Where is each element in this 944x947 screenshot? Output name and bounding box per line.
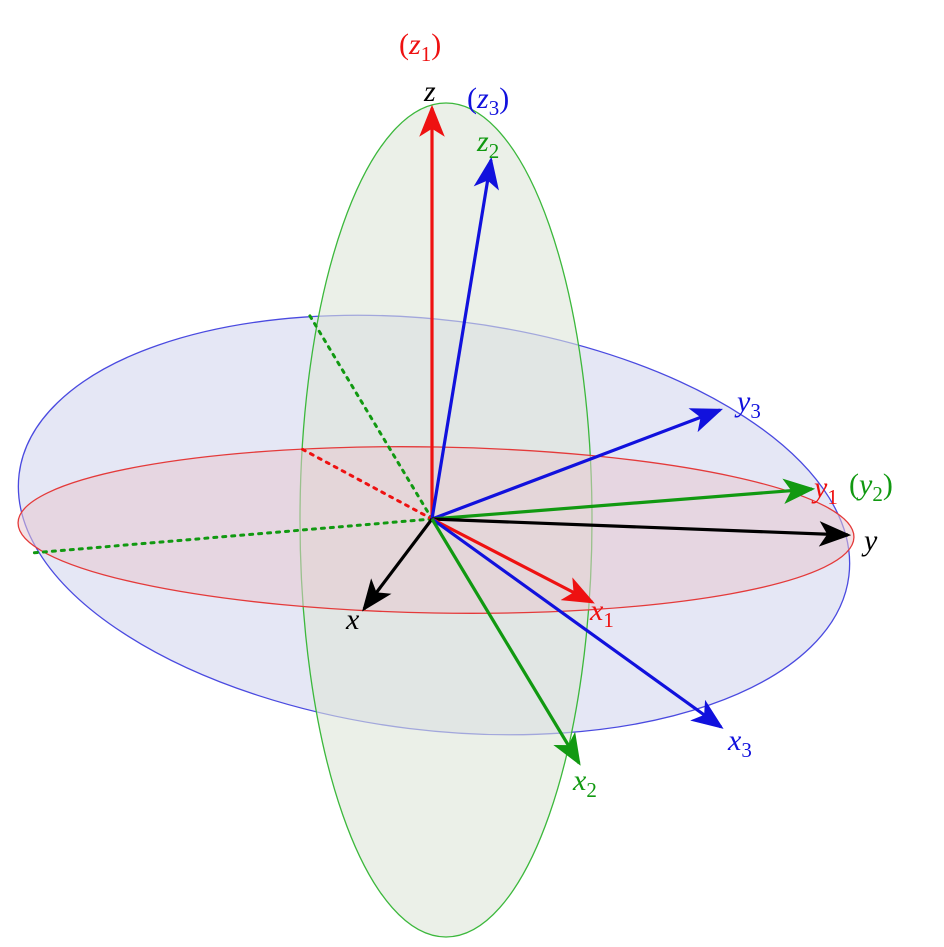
y1-axis-arrow (431, 478, 816, 521)
x3-axis-arrow (431, 517, 724, 729)
red-plane (17, 446, 855, 614)
label-x1: x1 (589, 594, 614, 632)
label-z: z (423, 75, 436, 108)
dotted-line-green-upper (305, 309, 434, 521)
z2-axis-arrow (430, 156, 499, 520)
label-y2: (y2) (849, 468, 893, 506)
dotted-line-red-upper (298, 446, 434, 521)
label-y3: y3 (734, 385, 761, 423)
label-z1: (z1) (399, 28, 441, 66)
x-axis-arrow (362, 518, 434, 612)
x2-axis-arrow (430, 518, 581, 766)
label-x2: x2 (572, 764, 597, 802)
y-axis-arrow (431, 517, 852, 547)
label-y1: y1 (811, 471, 838, 509)
label-z2: z2 (476, 125, 499, 163)
label-y: y (861, 524, 878, 557)
y3-axis-arrow (431, 408, 723, 521)
label-z3: (z3) (467, 82, 509, 120)
x1-axis-arrow (431, 517, 595, 604)
dotted-line-green-left (30, 517, 434, 555)
label-x3: x3 (727, 724, 752, 762)
label-x: x (345, 603, 360, 636)
